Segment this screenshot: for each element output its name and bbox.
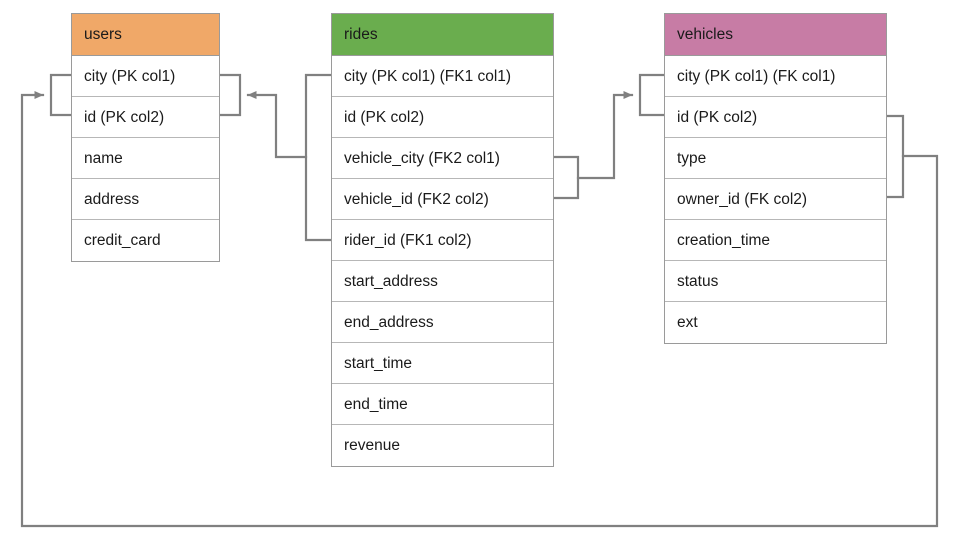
table-users-header: users xyxy=(72,14,219,56)
table-rides-column-id[interactable]: id (PK col2) xyxy=(332,97,553,138)
table-rides-column-end-time[interactable]: end_time xyxy=(332,384,553,425)
table-users-column-name[interactable]: name xyxy=(72,138,219,179)
connector-users-pk-bracket-left xyxy=(49,73,73,117)
table-rides-column-rider-id[interactable]: rider_id (FK1 col2) xyxy=(332,220,553,261)
table-vehicles-column-id[interactable]: id (PK col2) xyxy=(665,97,886,138)
table-vehicles-column-city[interactable]: city (PK col1) (FK col1) xyxy=(665,56,886,97)
connector-rides-fk1-to-users xyxy=(246,91,308,159)
table-users-column-id[interactable]: id (PK col2) xyxy=(72,97,219,138)
connector-rides-fk1-bracket xyxy=(304,73,333,242)
table-vehicles-header: vehicles xyxy=(665,14,886,56)
table-vehicles[interactable]: vehicles city (PK col1) (FK col1) id (PK… xyxy=(664,13,887,344)
table-users-column-city[interactable]: city (PK col1) xyxy=(72,56,219,97)
connector-rides-fk2-bracket xyxy=(552,155,580,200)
table-vehicles-column-status[interactable]: status xyxy=(665,261,886,302)
table-rides-column-start-address[interactable]: start_address xyxy=(332,261,553,302)
connector-rides-fk2-to-vehicles xyxy=(576,91,634,180)
table-vehicles-column-owner-id[interactable]: owner_id (FK col2) xyxy=(665,179,886,220)
table-rides-header: rides xyxy=(332,14,553,56)
table-vehicles-column-type[interactable]: type xyxy=(665,138,886,179)
table-rides-column-vehicle-city[interactable]: vehicle_city (FK2 col1) xyxy=(332,138,553,179)
table-rides-column-city[interactable]: city (PK col1) (FK1 col1) xyxy=(332,56,553,97)
connector-users-pk-bracket xyxy=(218,73,242,117)
table-users-column-address[interactable]: address xyxy=(72,179,219,220)
table-users[interactable]: users city (PK col1) id (PK col2) name a… xyxy=(71,13,220,262)
table-vehicles-column-ext[interactable]: ext xyxy=(665,302,886,343)
table-rides[interactable]: rides city (PK col1) (FK1 col1) id (PK c… xyxy=(331,13,554,467)
table-rides-column-vehicle-id[interactable]: vehicle_id (FK2 col2) xyxy=(332,179,553,220)
table-rides-column-revenue[interactable]: revenue xyxy=(332,425,553,466)
connector-vehicles-pk-bracket xyxy=(638,73,666,117)
table-rides-column-start-time[interactable]: start_time xyxy=(332,343,553,384)
table-rides-column-end-address[interactable]: end_address xyxy=(332,302,553,343)
connector-vehicles-fk-bracket xyxy=(885,114,905,199)
table-vehicles-column-creation-time[interactable]: creation_time xyxy=(665,220,886,261)
table-users-column-credit-card[interactable]: credit_card xyxy=(72,220,219,261)
